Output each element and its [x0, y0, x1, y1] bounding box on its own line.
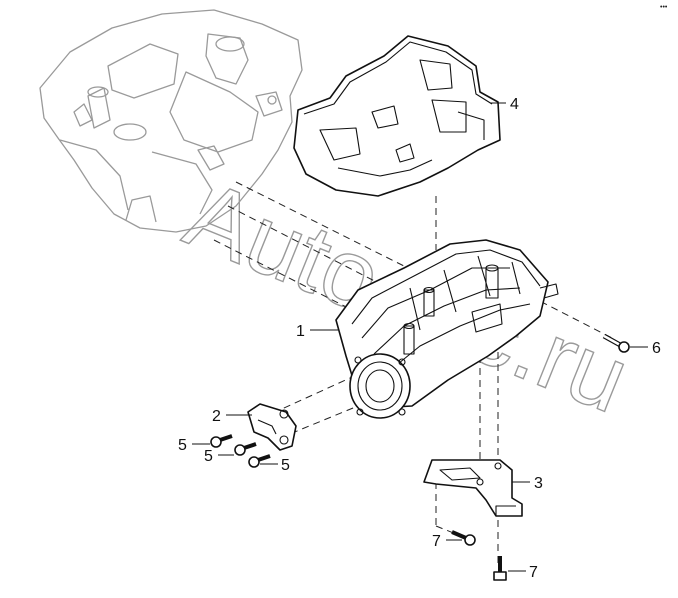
callout-7b: 7	[529, 564, 538, 581]
bolt-6	[602, 333, 630, 353]
callout-5b: 5	[204, 448, 213, 465]
bolt-5c	[248, 454, 271, 468]
bolt-5a	[210, 434, 233, 448]
callout-3: 3	[534, 475, 543, 492]
callout-5c: 5	[281, 457, 290, 474]
callout-6: 6	[652, 340, 661, 357]
leader-lines	[192, 102, 648, 572]
bolt-7a	[451, 530, 476, 546]
callouts: 1 2 3 4 5 5 5 6 7 7	[178, 96, 661, 581]
throttle-bracket	[247, 403, 297, 451]
bolt-7b	[493, 556, 507, 581]
callout-2: 2	[212, 408, 221, 425]
bolt-5b	[234, 442, 257, 456]
intake-manifold	[335, 239, 559, 419]
bolt-group	[210, 333, 630, 581]
engine-block-ghost	[39, 9, 303, 233]
engine-cover	[293, 35, 501, 197]
callout-1: 1	[296, 323, 305, 340]
callout-7a: 7	[432, 533, 441, 550]
callout-5a: 5	[178, 437, 187, 454]
callout-4: 4	[510, 96, 519, 113]
corner-mark: •••	[660, 4, 668, 11]
manifold-support-bracket	[423, 459, 523, 517]
